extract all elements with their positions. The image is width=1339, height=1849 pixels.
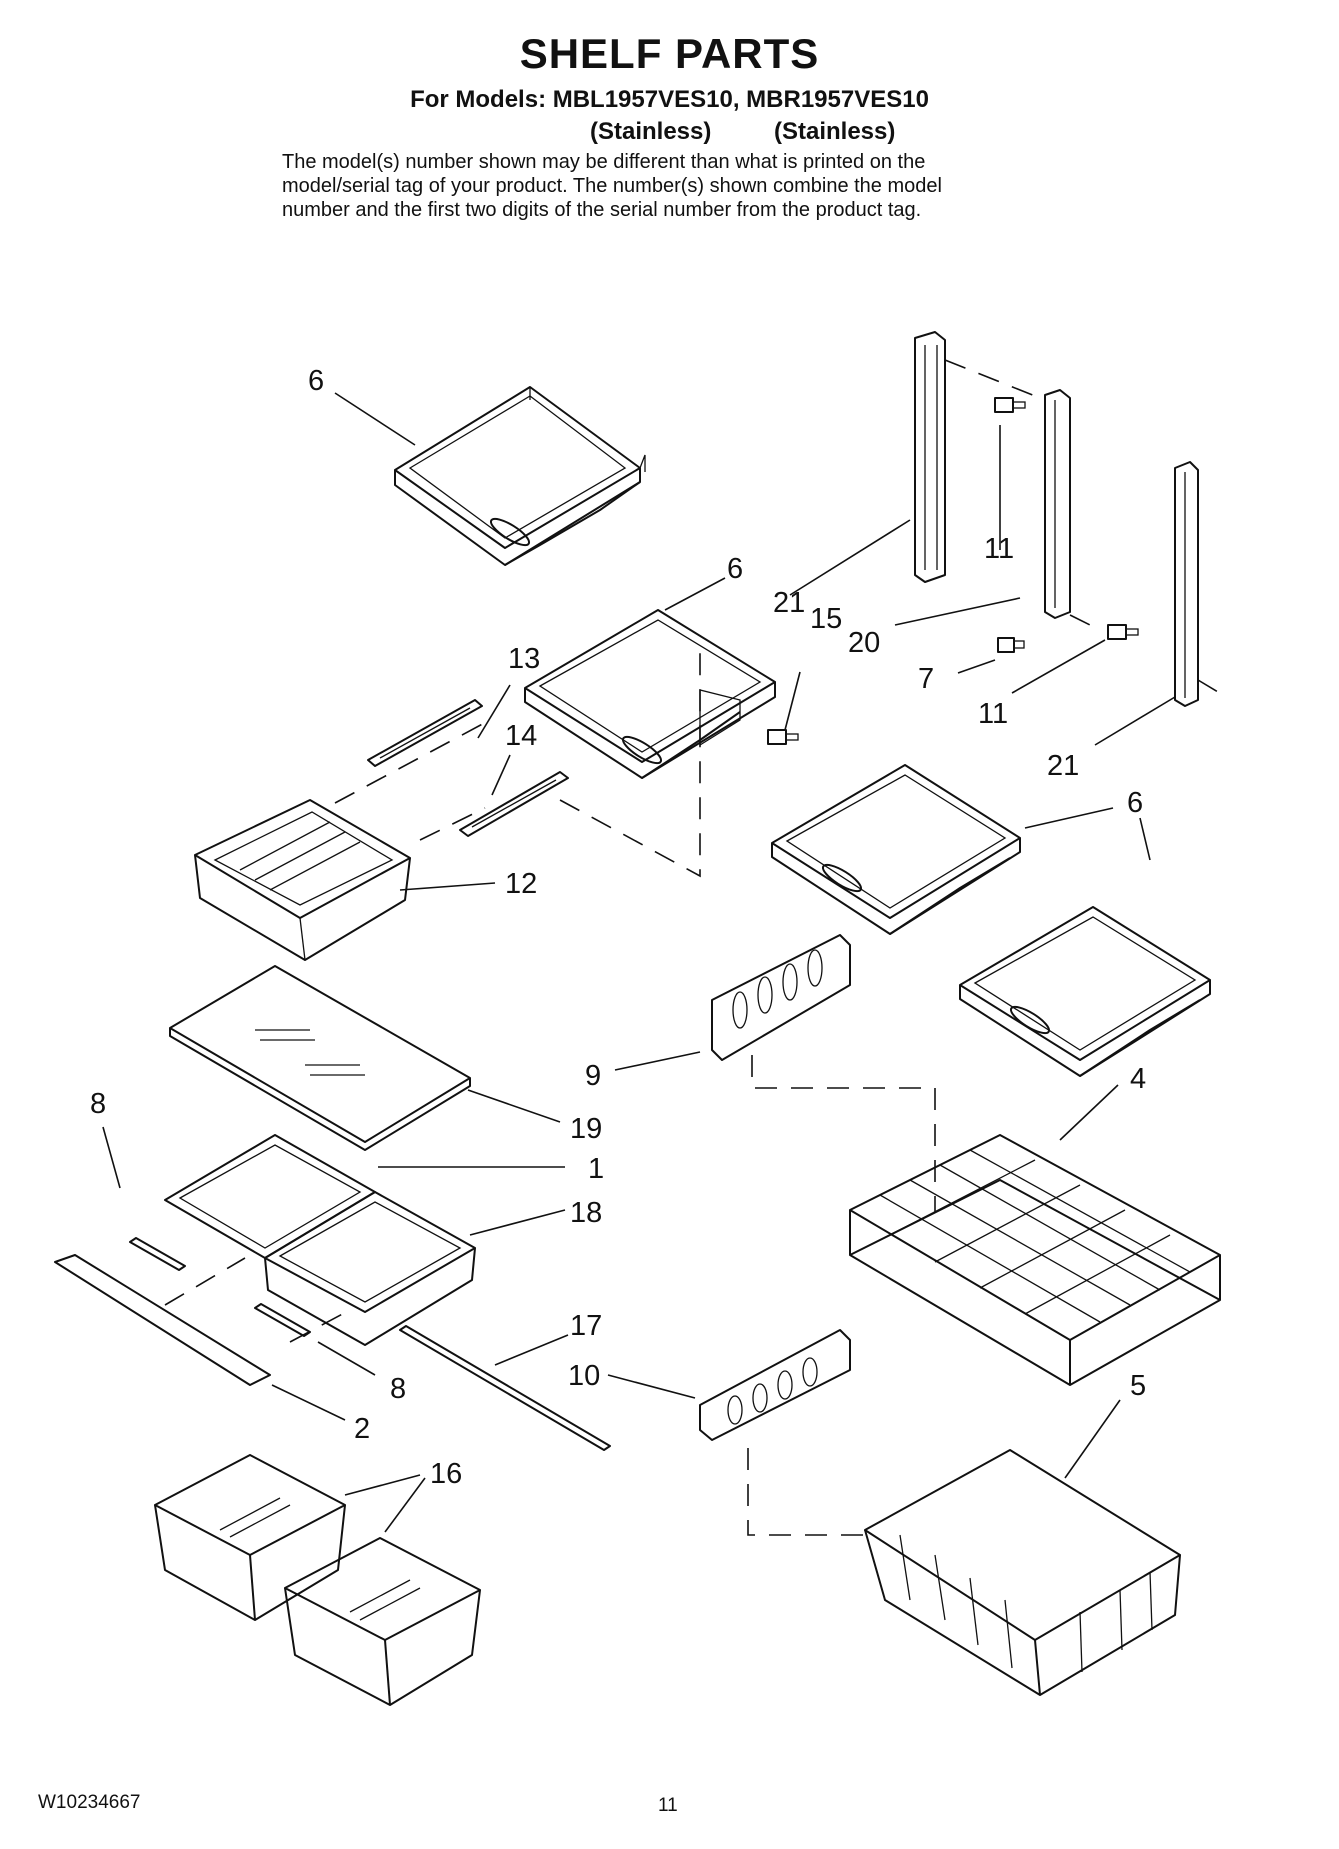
screw-part-15 [767,729,799,745]
note-line-3: number and the first two digits of the s… [282,199,922,221]
bin-part-16-left [154,1454,346,1621]
clip-part-8-left [129,1237,186,1271]
slide-part-14 [459,771,569,837]
callout-1: 1 [588,1153,604,1185]
callout-17: 17 [570,1310,602,1342]
callout-12: 12 [505,868,537,900]
divider-part-9 [711,934,851,1061]
screw-part-11-top [994,397,1026,413]
callout-labels: 6 6 6 21 21 11 11 15 20 7 13 14 12 9 4 1… [90,365,1146,1490]
callout-19: 19 [570,1113,602,1145]
bin-part-16-right [284,1537,481,1706]
clip-part-8-right [254,1303,311,1337]
callout-6: 6 [308,365,324,397]
callout-15: 15 [810,603,842,635]
callout-20: 20 [848,627,880,659]
slide-part-13 [367,699,483,767]
document-number: W10234667 [38,1792,141,1813]
rod-part-17 [399,1325,611,1451]
callout-8: 8 [390,1373,406,1405]
callout-11: 11 [978,698,1008,730]
note-line-2: model/serial tag of your product. The nu… [282,175,942,197]
page-title: SHELF PARTS [519,30,820,77]
dashed-assembly-lines [164,359,1229,1536]
shelf-part-6-right-lower [959,906,1211,1077]
page-number: 11 [658,1795,678,1816]
cover-frame-part-1 [164,1134,376,1259]
callout-2: 2 [354,1413,370,1445]
rail-part-21-right [1174,461,1199,707]
callout-14: 14 [505,720,537,752]
callout-7: 7 [918,663,934,695]
callout-21: 21 [1047,750,1079,782]
shelf-part-6-right-upper [771,764,1021,935]
divider-part-10 [699,1329,851,1441]
callout-18: 18 [570,1197,602,1229]
screw-part-7 [997,637,1025,653]
callout-13: 13 [508,643,540,675]
trim-part-2 [54,1254,271,1386]
model-note: The model(s) number shown may be differe… [282,150,1082,222]
finish-left: (Stainless) [590,118,712,145]
callout-10: 10 [568,1360,600,1392]
note-line-1: The model(s) number shown may be differe… [282,151,926,173]
finish-right: (Stainless) [774,118,896,145]
drawer-part-12 [194,799,411,961]
callout-16: 16 [430,1458,462,1490]
callout-8: 8 [90,1088,106,1120]
rail-part-20 [1044,389,1071,619]
wire-basket-part-5 [864,1449,1181,1696]
callout-11: 11 [984,533,1014,565]
callout-4: 4 [1130,1063,1146,1095]
callout-6: 6 [727,553,743,585]
cover-frame-part-18 [264,1191,476,1346]
shelf-part-6-top [394,386,646,566]
callout-9: 9 [585,1060,601,1092]
wire-basket-part-4 [849,1134,1221,1386]
glass-shelf-part-19 [169,965,471,1151]
rail-part-21-left [914,331,946,583]
callout-6: 6 [1127,787,1143,819]
screw-part-11-lower [1107,624,1139,640]
models-line: For Models: MBL1957VES10, MBR1957VES10 [410,86,929,113]
shelf-part-6-middle [524,609,776,779]
leader-lines [102,392,1176,1533]
callout-5: 5 [1130,1370,1146,1402]
callout-21: 21 [773,587,805,619]
